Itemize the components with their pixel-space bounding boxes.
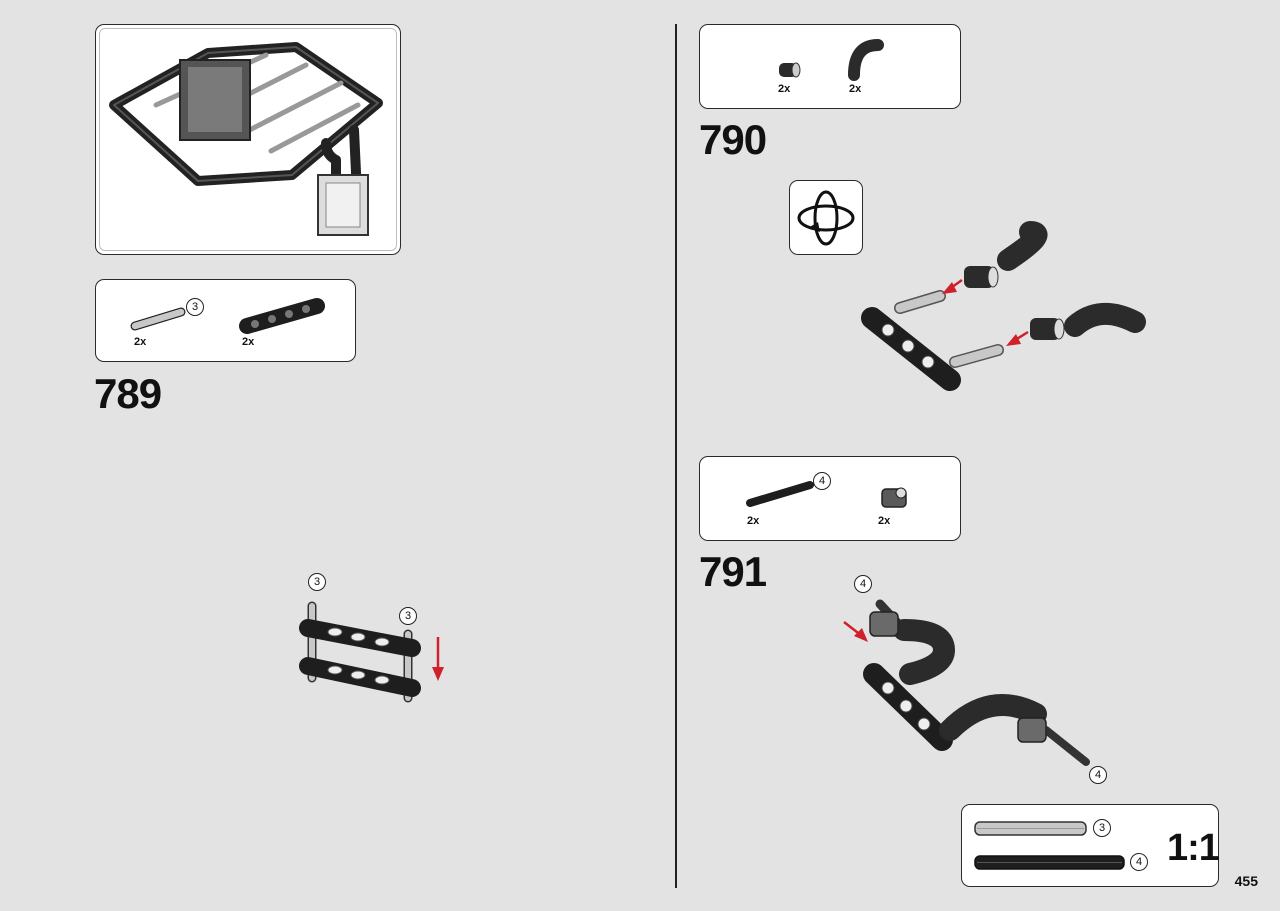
axle-4-icon xyxy=(746,481,814,507)
ruler-size-circle: 4 xyxy=(1130,853,1148,871)
step-791-parts-panel: 4 2x 2x xyxy=(699,456,961,541)
callout-size-circle: 3 xyxy=(399,607,417,625)
step-790-assembly-image xyxy=(861,221,1146,391)
push-arrow-icon xyxy=(432,637,444,681)
beam-5-icon xyxy=(239,298,325,334)
part-quantity: 2x xyxy=(878,515,891,527)
ruler-size-circle: 3 xyxy=(1093,819,1111,837)
callout-size-circle: 4 xyxy=(854,575,872,593)
step-789-number: 789 xyxy=(94,370,162,417)
step-789-parts-panel: 3 2x 2x xyxy=(95,279,356,362)
submodel-preview-panel xyxy=(95,24,401,255)
curved-tube-icon xyxy=(848,39,884,81)
step-791-assembly-image xyxy=(843,599,1090,766)
part-quantity: 2x xyxy=(747,515,760,527)
part-quantity: 2x xyxy=(778,83,791,95)
step-790-number: 790 xyxy=(699,116,767,163)
rotate-model-panel xyxy=(789,180,863,255)
part-quantity: 2x xyxy=(242,336,255,348)
axle-4-ruler-icon xyxy=(974,855,1125,870)
axle-3-ruler-icon xyxy=(974,821,1087,836)
page-number: 455 xyxy=(1234,873,1258,889)
page-divider xyxy=(675,24,677,888)
scale-reference-box: 3 4 1:1 xyxy=(961,804,1220,887)
callout-size-circle: 3 xyxy=(308,573,326,591)
part-size-circle: 4 xyxy=(813,472,831,490)
part-quantity: 2x xyxy=(134,336,147,348)
scale-ratio: 1:1 xyxy=(1167,827,1220,869)
step-791-number: 791 xyxy=(699,548,767,595)
rotate-model-icon xyxy=(797,190,855,246)
part-quantity: 2x xyxy=(849,83,862,95)
bush-icon xyxy=(779,62,801,78)
step-789-assembly-image xyxy=(299,601,421,703)
callout-size-circle: 4 xyxy=(1089,766,1107,784)
axle-3-icon xyxy=(130,307,186,331)
part-size-circle: 3 xyxy=(186,298,204,316)
chassis-frame-image xyxy=(109,42,383,236)
cross-block-icon xyxy=(881,487,907,508)
step-790-parts-panel: 2x 2x xyxy=(699,24,961,109)
